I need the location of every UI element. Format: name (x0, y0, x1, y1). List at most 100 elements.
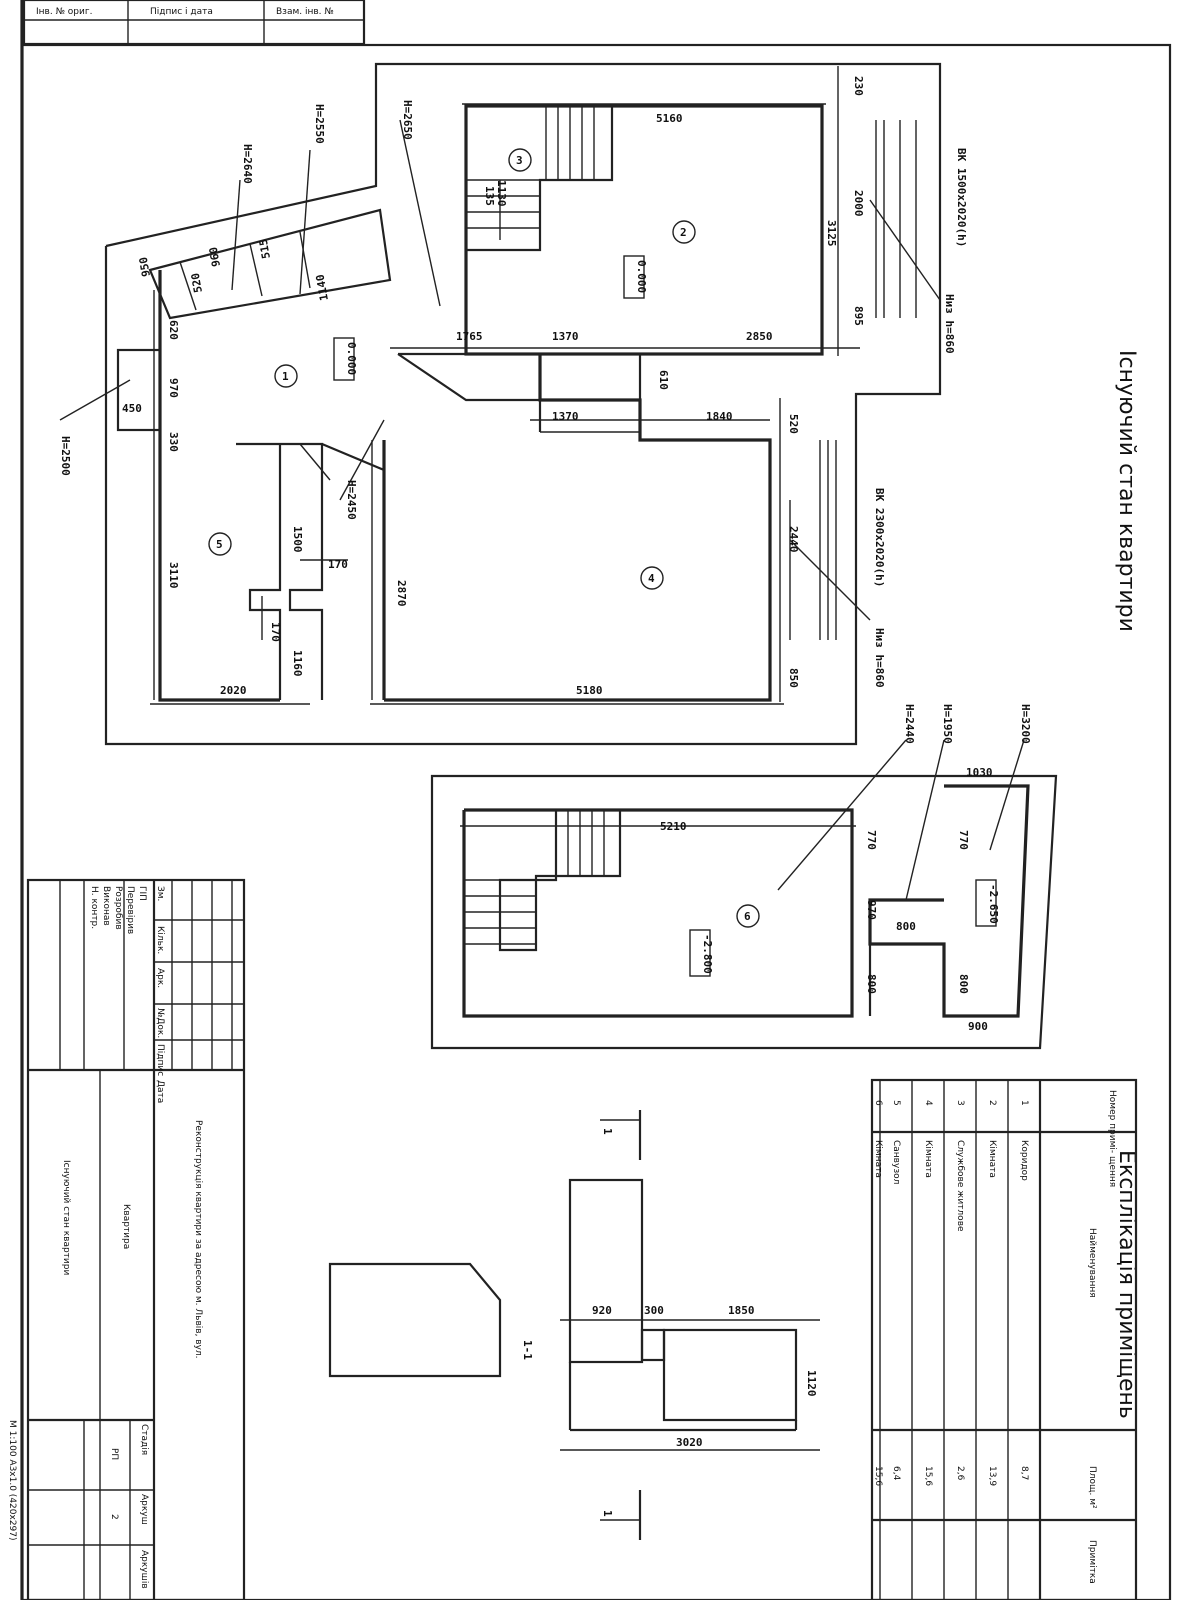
height-2640: H=2640 (241, 144, 254, 184)
dim-1130: 1130 (495, 180, 508, 207)
dim-970: 970 (167, 378, 180, 398)
table-row: 4 Кімната 15,6 (923, 1100, 933, 1486)
room-3-number: 3 (516, 154, 523, 167)
dim-620: 620 (167, 320, 180, 340)
stamp-col-sheets: Аркушів (139, 1550, 149, 1589)
dim-2000: 2000 (852, 190, 865, 217)
sec-dim-920: 920 (592, 1304, 612, 1317)
room-1-marker (274, 364, 298, 388)
leader-lines (59, 119, 941, 621)
rev-col-change: Зм. (155, 886, 165, 901)
sec-dim-1850: 1850 (728, 1304, 755, 1317)
height-2450: H=2450 (345, 480, 358, 520)
room-5-marker (208, 532, 232, 556)
dim-800-c: 800 (957, 974, 970, 994)
table-row: 3 Службове житлове 2,6 (955, 1100, 965, 1481)
dim-1840: 1840 (706, 410, 733, 423)
dim-515: 515 (257, 238, 273, 260)
dim-5180: 5180 (576, 684, 603, 697)
sheet-title: Існуючий стан квартири (61, 1160, 71, 1275)
svg-text:4: 4 (923, 1100, 933, 1106)
dim-800-b: 800 (865, 974, 878, 994)
dim-1030: 1030 (966, 766, 993, 779)
main-plan: 1 2 3 4 5 0.000 0.000 5160 230 2000 3125… (59, 62, 968, 746)
window-2-sill: Низ h=860 (873, 628, 886, 688)
col-name: Найменування (1087, 1228, 1097, 1298)
room-6-marker (736, 904, 760, 928)
room-4-marker (640, 566, 664, 590)
svg-text:Кімната: Кімната (923, 1140, 933, 1178)
rev-col-sign: Підпис (155, 1044, 165, 1076)
room-2-number: 2 (680, 226, 687, 239)
dim-330: 330 (167, 432, 180, 452)
header-stamp: Інв. № ориг. Підпис і дата Взам. інв. № (22, 0, 366, 46)
role-checked: Перевірив (125, 886, 135, 934)
stair-room-6 (464, 808, 622, 952)
dim-170-b: 170 (269, 622, 282, 642)
sec-dim-1120: 1120 (805, 1370, 818, 1397)
dim-1370-bottom: 1370 (552, 410, 579, 423)
dim-2440: 2440 (787, 526, 800, 553)
table-row: 2 Кімната 13,9 (987, 1100, 997, 1486)
section-mark-top: 1 (601, 1128, 614, 1135)
svg-text:5: 5 (891, 1100, 901, 1106)
col-note: Примітка (1087, 1540, 1097, 1584)
dim-450: 450 (122, 402, 142, 415)
dim-960: 960 (207, 246, 223, 268)
stamp-inv-orig: Інв. № ориг. (36, 7, 92, 17)
col-room-number: Номер примі- щення (1107, 1090, 1117, 1187)
dim-770-b: 770 (957, 830, 970, 850)
level-room-6b: -2.650 (987, 884, 1000, 924)
svg-text:2,6: 2,6 (955, 1466, 965, 1481)
dim-900: 900 (968, 1020, 988, 1033)
dim-5210: 5210 (660, 820, 687, 833)
svg-text:Санвузол: Санвузол (891, 1140, 901, 1184)
room-1-number: 1 (282, 370, 289, 383)
window-1-sill: Низ h=860 (943, 294, 956, 354)
dim-3110: 3110 (167, 562, 180, 589)
height-2650: H=2650 (401, 100, 414, 140)
dim-1140: 1140 (314, 273, 331, 301)
svg-text:1: 1 (1019, 1100, 1029, 1106)
svg-text:15,6: 15,6 (873, 1466, 883, 1486)
level-room-2: 0.000 (635, 260, 648, 293)
rev-col-count: Кільк. (155, 926, 165, 954)
room-4-walls (384, 354, 772, 702)
dim-1160: 1160 (291, 650, 304, 677)
dim-610: 610 (657, 370, 670, 390)
sec-dim-3020: 3020 (676, 1436, 703, 1449)
dim-520: 520 (787, 414, 800, 434)
height-2440: H=2440 (903, 704, 916, 744)
rev-col-sheet: Арк. (155, 968, 165, 988)
room-2-walls (464, 104, 824, 356)
svg-text:6: 6 (873, 1100, 883, 1106)
dim-135: 135 (483, 186, 496, 206)
title-stamp: Зм. Кільк. Арк. №Док. Підпис Дата ГІП Пе… (7, 878, 246, 1600)
svg-text:6,4: 6,4 (891, 1466, 901, 1481)
dim-2850: 2850 (746, 330, 773, 343)
svg-text:Коридор: Коридор (1019, 1140, 1029, 1181)
object-name: Квартира (121, 1204, 131, 1249)
svg-text:2: 2 (987, 1100, 997, 1106)
dim-170-a: 170 (328, 558, 348, 571)
existing-state-title: Існуючий стан квартири (1114, 350, 1139, 632)
level-room-6a: -2.800 (701, 934, 714, 974)
col-area: Площ. м² (1087, 1466, 1097, 1509)
room-6-number: 6 (744, 910, 751, 923)
stamp-replace-inv: Взам. інв. № (276, 7, 334, 17)
svg-text:Службове житлове: Службове житлове (955, 1140, 965, 1232)
dim-230: 230 (852, 76, 865, 96)
rev-col-doc: №Док. (155, 1008, 165, 1038)
dim-3125: 3125 (825, 220, 838, 247)
dim-1500: 1500 (291, 526, 304, 553)
room-3-marker (508, 148, 532, 172)
table-row: 5 Санвузол 6,4 (891, 1100, 901, 1481)
dim-895: 895 (852, 306, 865, 326)
dim-770-a: 770 (865, 830, 878, 850)
scale-format: М 1:100 А3х1.0 (420х297) (7, 1420, 17, 1541)
height-2500: H=2500 (59, 436, 72, 476)
dim-2020: 2020 (220, 684, 247, 697)
section-label: 1-1 (521, 1340, 534, 1360)
dimension-lines (150, 66, 860, 705)
level-room-1: 0.000 (345, 342, 358, 375)
